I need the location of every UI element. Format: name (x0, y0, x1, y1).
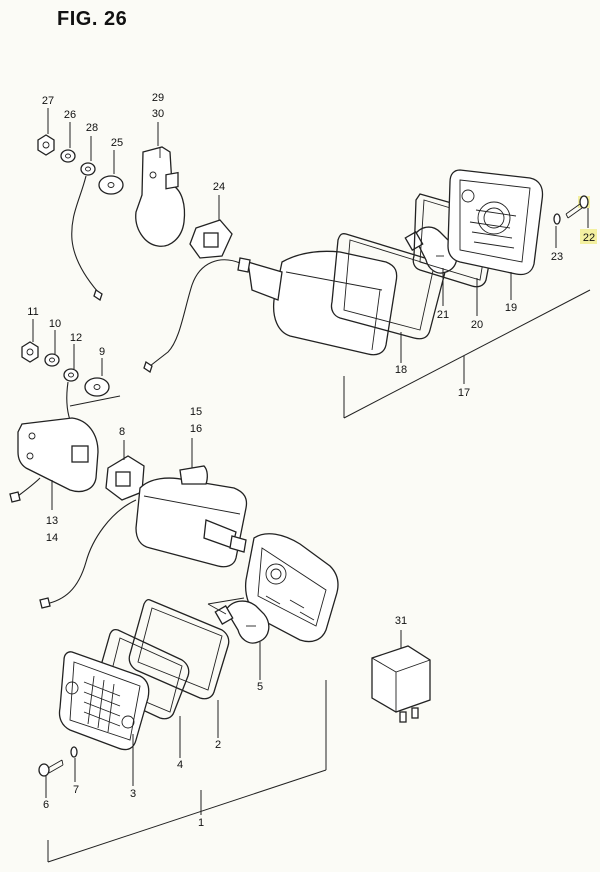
callout-7: 7 (73, 784, 79, 796)
washer-9 (84, 377, 110, 397)
bracket-13-14 (9, 417, 99, 503)
callout-8: 8 (119, 426, 125, 438)
callout-30: 30 (152, 108, 164, 120)
callout-21: 21 (437, 309, 449, 321)
callout-27: 27 (42, 95, 54, 107)
bulb-5 (207, 597, 270, 644)
callout-1: 1 (198, 817, 204, 829)
rear-lens-19 (447, 169, 544, 276)
callout-18: 18 (395, 364, 407, 376)
callout-13: 13 (46, 515, 58, 527)
callout-9: 9 (99, 346, 105, 358)
front-signal-housing-15-16 (39, 465, 248, 609)
nut-27 (37, 134, 55, 156)
gasket-2 (128, 598, 230, 700)
rear-signal-housing-18 (143, 250, 398, 374)
grommet-8 (105, 455, 145, 501)
relay-31 (371, 645, 431, 723)
callout-28: 28 (86, 122, 98, 134)
callout-26: 26 (64, 109, 76, 121)
callout-23: 23 (551, 251, 563, 263)
callout-10: 10 (49, 318, 61, 330)
grommet-24 (189, 219, 233, 259)
front-lens-3 (58, 651, 150, 751)
callout-labels: 27 26 28 25 29 30 24 11 10 12 9 15 16 8 … (27, 92, 597, 829)
washer-7 (70, 746, 78, 758)
callout-16: 16 (190, 423, 202, 435)
callout-11: 11 (27, 306, 38, 318)
bracket-29-30 (135, 146, 186, 247)
callout-17: 17 (458, 387, 470, 399)
leader-lines (32, 108, 591, 863)
front-lamp-body (244, 533, 339, 643)
callout-14: 14 (46, 532, 58, 544)
callout-24: 24 (213, 181, 225, 193)
ground-wire-28 (71, 162, 103, 302)
callout-22: 22 (583, 232, 595, 244)
callout-31: 31 (395, 615, 407, 627)
callout-20: 20 (471, 319, 483, 331)
callout-6: 6 (43, 799, 49, 811)
washer-10 (44, 353, 60, 367)
callout-25: 25 (111, 137, 123, 149)
screw-6 (38, 759, 64, 777)
figure-title: FIG. 26 (57, 8, 128, 30)
callout-19: 19 (505, 302, 517, 314)
callout-12: 12 (70, 332, 82, 344)
callout-5: 5 (257, 681, 263, 693)
washer-23 (553, 213, 561, 225)
nut-11 (21, 341, 39, 363)
screw-22 (565, 195, 590, 219)
callout-4: 4 (177, 759, 183, 771)
washer-26 (60, 149, 76, 163)
callout-29: 29 (152, 92, 164, 104)
callout-3: 3 (130, 788, 136, 800)
callout-15: 15 (190, 406, 202, 418)
ground-wire-12 (63, 368, 79, 421)
callout-2: 2 (215, 739, 221, 751)
washer-25 (98, 175, 124, 195)
